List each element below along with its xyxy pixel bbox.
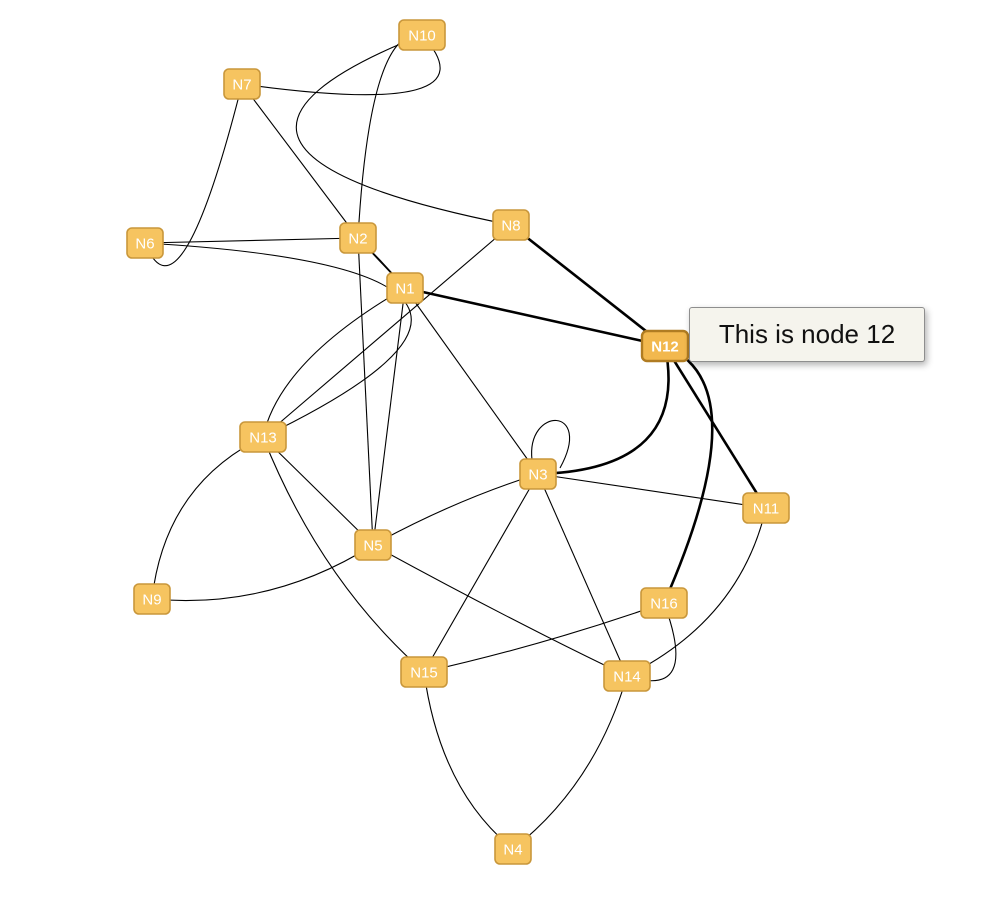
edge-n1-n5[interactable] <box>372 287 406 546</box>
node-box[interactable] <box>126 227 164 259</box>
node-n7[interactable]: N7 <box>223 68 261 100</box>
node-box[interactable] <box>603 660 651 692</box>
edge-n1-n12[interactable] <box>404 286 666 348</box>
edge-n2-n10[interactable] <box>357 34 423 239</box>
node-box[interactable] <box>494 833 532 865</box>
node-label: N5 <box>363 538 382 555</box>
node-n4[interactable]: N4 <box>494 833 532 865</box>
node-box[interactable] <box>386 272 424 304</box>
node-label: N15 <box>410 665 438 682</box>
edge-n2-n7[interactable] <box>241 83 359 239</box>
edge-n13-n9[interactable] <box>151 436 264 600</box>
node-label: N2 <box>348 231 367 248</box>
edge-n6-n7[interactable] <box>144 83 243 267</box>
node-label: N13 <box>249 430 277 447</box>
edge-n10-n8[interactable] <box>295 34 512 226</box>
edge-n3-n14[interactable] <box>537 473 628 677</box>
edge-n9-n5[interactable] <box>151 544 374 602</box>
edge-n12-n11[interactable] <box>663 345 768 509</box>
edge-n13-n5[interactable] <box>262 436 374 546</box>
edge-n6-n13[interactable] <box>144 242 412 438</box>
edge-n8-n12[interactable] <box>510 223 666 348</box>
edge-n14-n11[interactable] <box>626 507 767 677</box>
node-n1[interactable]: N1 <box>386 272 424 304</box>
node-label: N11 <box>753 501 779 518</box>
node-n5[interactable]: N5 <box>354 529 392 561</box>
node-label: N1 <box>395 281 414 298</box>
edge-n3-n5[interactable] <box>372 473 539 546</box>
node-label: N8 <box>501 218 520 235</box>
edge-n12-n3[interactable] <box>537 345 670 476</box>
edge-n15-n16[interactable] <box>423 602 665 673</box>
node-label: N4 <box>503 842 522 859</box>
node-label: N9 <box>142 592 161 609</box>
node-label: N12 <box>651 339 679 356</box>
edge-n3-n15[interactable] <box>423 473 539 673</box>
node-box[interactable] <box>400 656 448 688</box>
node-n2[interactable]: N2 <box>339 222 377 254</box>
node-label: N7 <box>232 77 251 94</box>
edge-n1-n3[interactable] <box>404 287 539 475</box>
node-n14[interactable]: N14 <box>603 660 651 692</box>
node-box[interactable] <box>354 529 392 561</box>
node-n9[interactable]: N9 <box>133 583 171 615</box>
node-n16[interactable]: N16 <box>640 587 688 619</box>
node-label: N14 <box>613 669 641 686</box>
edge-n1-n13[interactable] <box>262 287 406 438</box>
node-box[interactable] <box>640 329 690 363</box>
node-box[interactable] <box>519 458 557 490</box>
node-n3[interactable]: N3 <box>519 458 557 490</box>
node-label: N16 <box>650 596 678 613</box>
edge-n2-n5[interactable] <box>357 237 374 546</box>
edge-n3-n3[interactable] <box>531 419 571 469</box>
edge-n14-n4[interactable] <box>512 675 628 850</box>
node-n8[interactable]: N8 <box>492 209 530 241</box>
node-label: N3 <box>528 467 547 484</box>
edge-n7-n10[interactable] <box>241 34 441 96</box>
node-box[interactable] <box>492 209 530 241</box>
node-box[interactable] <box>640 587 688 619</box>
node-box[interactable] <box>339 222 377 254</box>
node-box[interactable] <box>223 68 261 100</box>
node-n12[interactable]: N12 <box>640 329 690 363</box>
node-box[interactable] <box>398 19 446 51</box>
node-label: N10 <box>408 28 436 45</box>
node-n15[interactable]: N15 <box>400 656 448 688</box>
edge-n13-n8[interactable] <box>262 224 512 438</box>
edge-n13-n15[interactable] <box>262 436 425 673</box>
node-n11[interactable]: N11 <box>742 492 790 524</box>
node-box[interactable] <box>133 583 171 615</box>
node-box[interactable] <box>742 492 790 524</box>
node-label: N6 <box>135 236 154 253</box>
edge-n2-n6[interactable] <box>144 237 359 244</box>
node-tooltip: This is node 12 <box>689 307 925 362</box>
node-n6[interactable]: N6 <box>126 227 164 259</box>
edges-layer <box>144 34 768 850</box>
edge-n15-n4[interactable] <box>423 671 514 850</box>
node-n10[interactable]: N10 <box>398 19 446 51</box>
edge-n5-n14[interactable] <box>372 544 628 677</box>
edge-n3-n11[interactable] <box>537 473 767 509</box>
node-n13[interactable]: N13 <box>239 421 287 453</box>
node-box[interactable] <box>239 421 287 453</box>
